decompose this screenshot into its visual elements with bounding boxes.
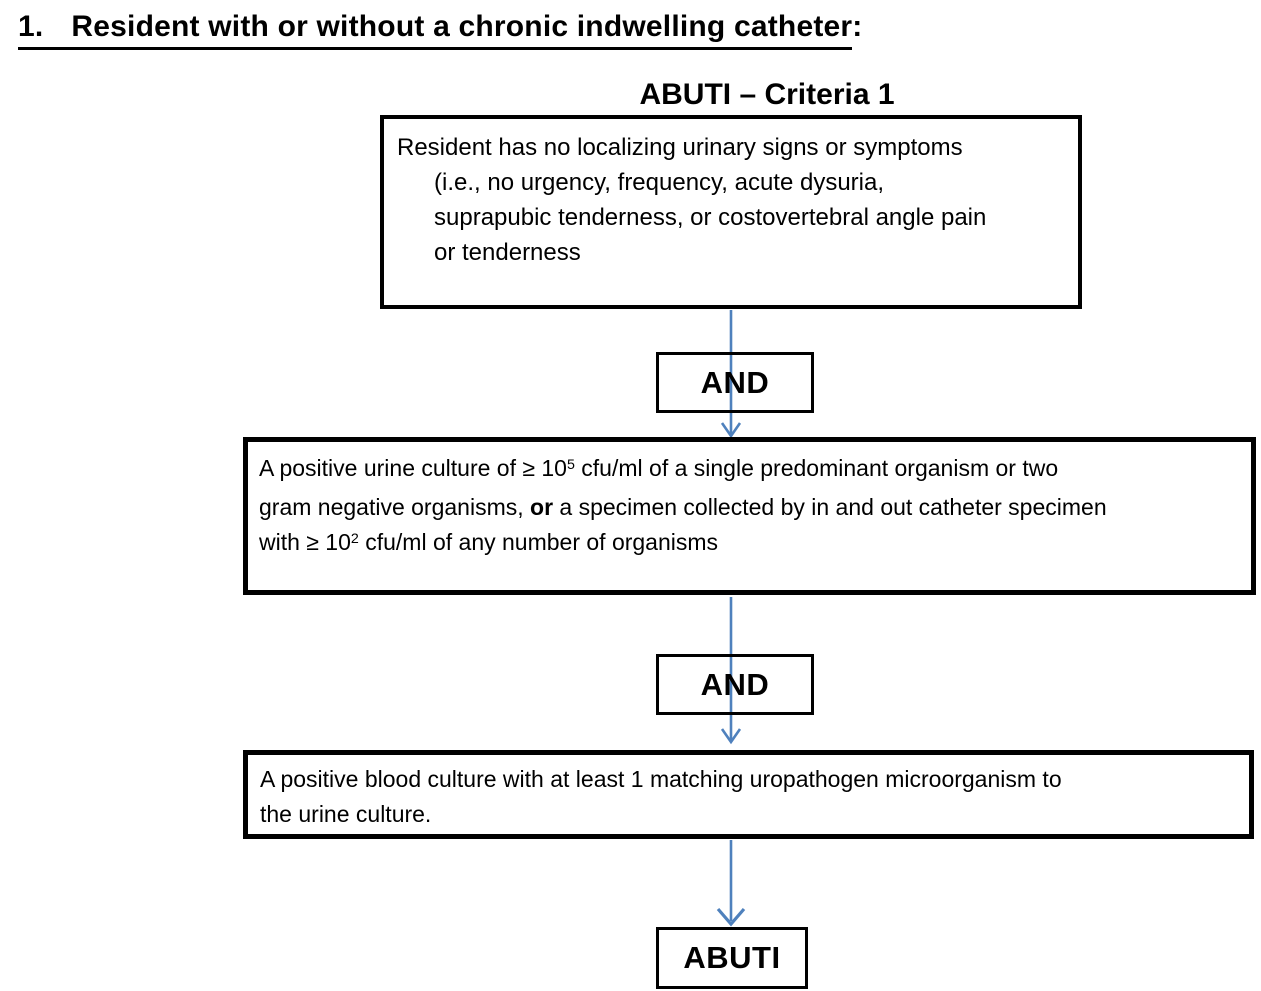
criteria-text-line: suprapubic tenderness, or costovertebral…: [434, 204, 987, 231]
page-title-text: Resident with or without a chronic indwe…: [71, 10, 853, 43]
criteria-text-line: the urine culture.: [260, 801, 432, 827]
and-connector-2: AND: [656, 654, 814, 715]
and-connector-1: AND: [656, 352, 814, 413]
criteria-text-line: A positive blood culture with at least 1…: [260, 766, 1062, 792]
page-title-number: 1.: [18, 10, 44, 43]
criteria-text-line: with ≥ 102 cfu/ml of any number of organ…: [259, 529, 719, 555]
page-title-colon: :: [852, 10, 863, 43]
criteria-text-line: gram negative organisms, or a specimen c…: [259, 494, 1107, 520]
page-title-underlined: 1. Resident with or without a chronic ind…: [18, 10, 853, 50]
criteria-text-line: (i.e., no urgency, frequency, acute dysu…: [434, 169, 885, 196]
criteria-text-line: Resident has no localizing urinary signs…: [397, 134, 963, 161]
criteria-box-urine-culture: A positive urine culture of ≥ 105 cfu/ml…: [243, 437, 1256, 595]
page-title: 1. Resident with or without a chronic ind…: [18, 10, 863, 50]
result-box-abuti: ABUTI: [656, 927, 808, 989]
criteria-box-blood-culture: A positive blood culture with at least 1…: [243, 750, 1254, 839]
arrow-box3-to-result: [716, 840, 746, 927]
criteria-text-line: A positive urine culture of ≥ 105 cfu/ml…: [259, 455, 1059, 481]
diagram-title: ABUTI – Criteria 1: [639, 78, 895, 111]
criteria-text-line: or tenderness: [434, 239, 581, 266]
criteria-box-no-symptoms: Resident has no localizing urinary signs…: [380, 115, 1082, 309]
